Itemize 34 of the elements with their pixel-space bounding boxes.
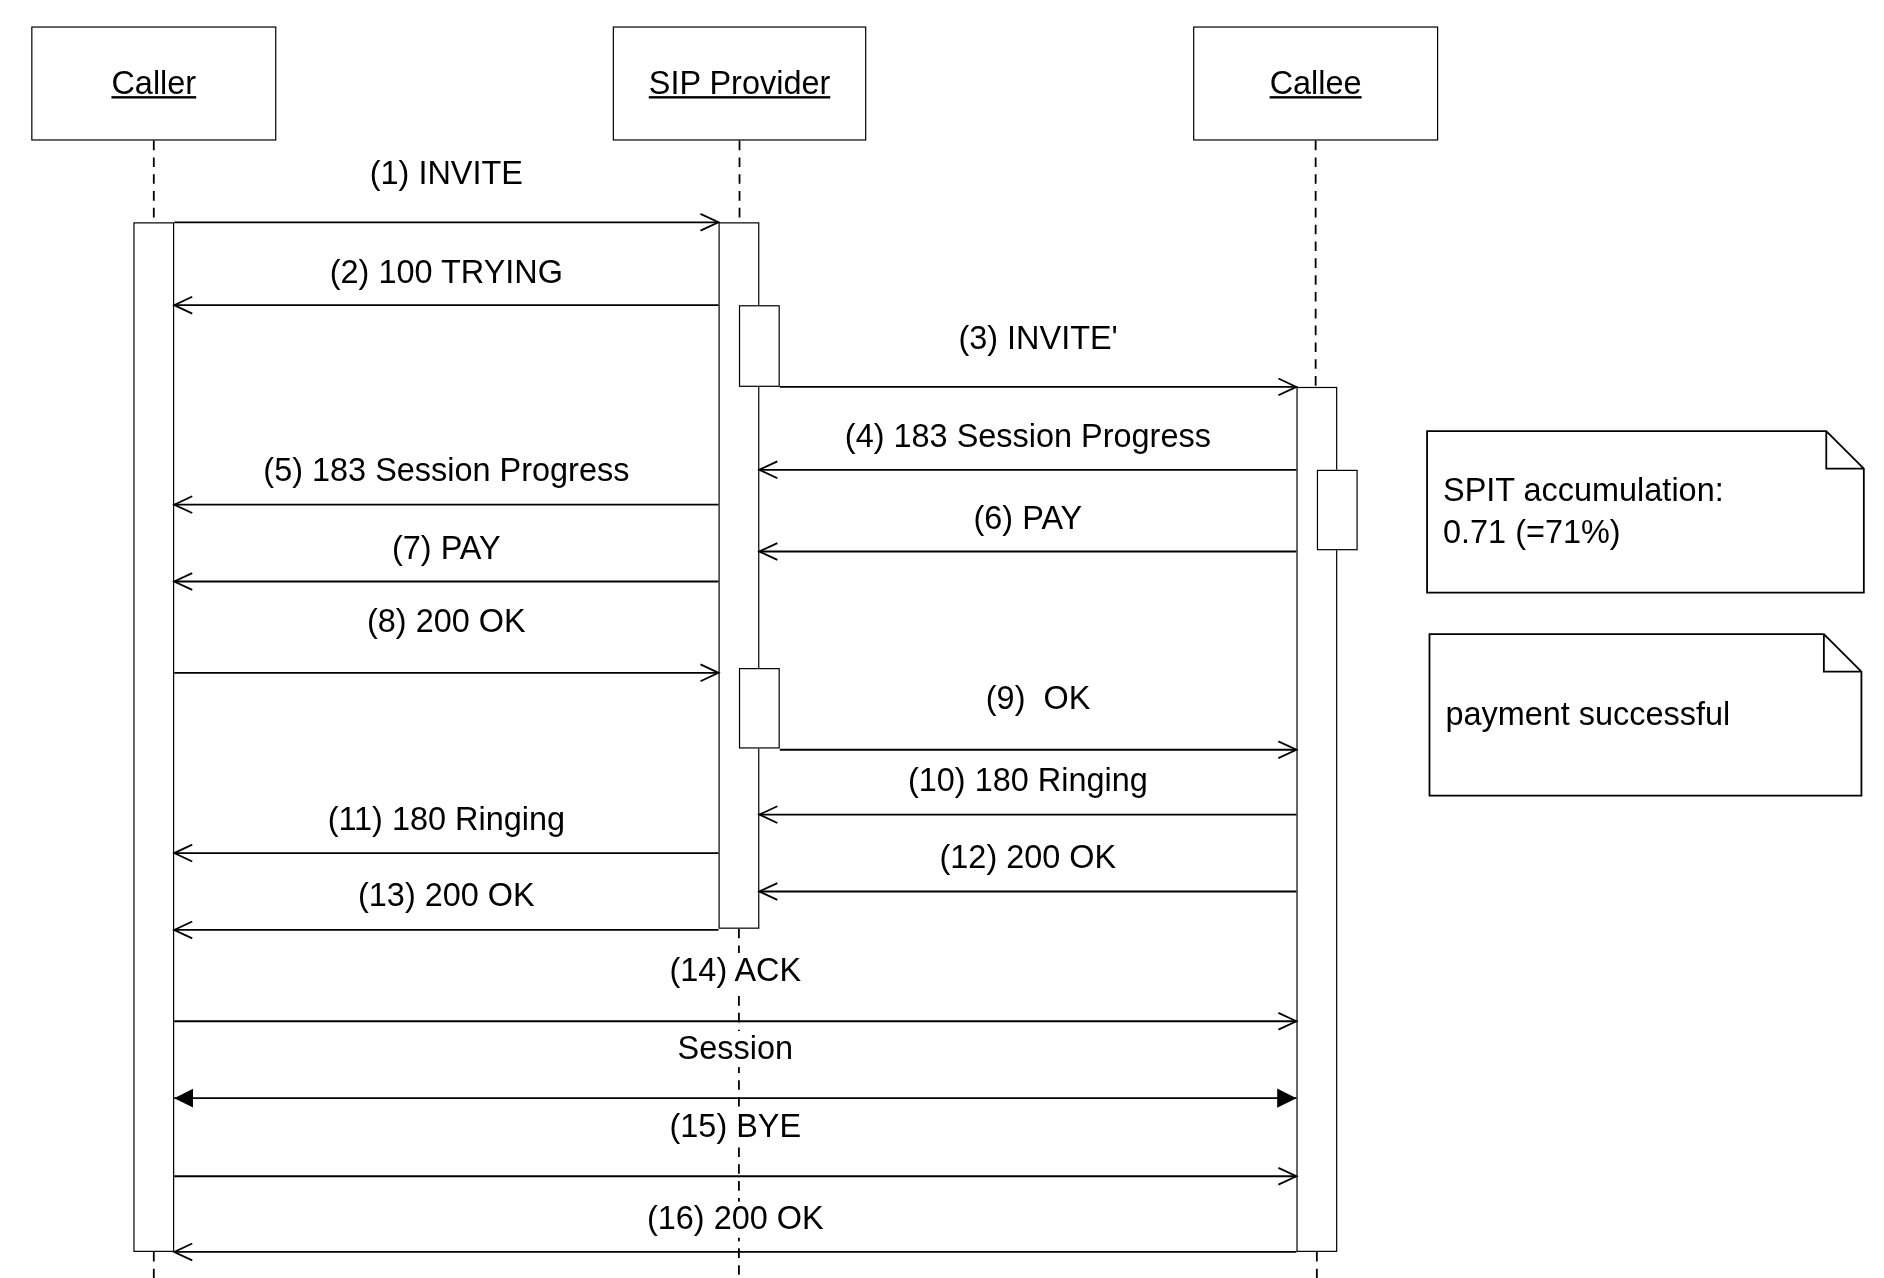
participant-name: Callee — [1269, 64, 1362, 103]
message-arrow — [758, 805, 1298, 824]
message-arrow — [173, 1242, 1298, 1262]
lifeline — [1314, 139, 1317, 388]
note-text: payment successful — [1445, 695, 1732, 735]
message-arrow — [173, 843, 720, 863]
message-arrow — [778, 740, 1298, 760]
activation-bar — [738, 668, 780, 749]
message-arrow — [758, 882, 1298, 901]
message-arrow — [173, 1166, 1298, 1186]
participant-box — [31, 26, 277, 141]
message-arrow — [173, 295, 720, 315]
message-arrow — [173, 572, 720, 591]
participant-name: SIP Provider — [648, 64, 831, 103]
message-arrow — [758, 542, 1298, 561]
message-arrow — [173, 1011, 1298, 1031]
activation-bar — [1296, 386, 1338, 1252]
participant-name: Caller — [111, 64, 197, 103]
message-arrow — [173, 495, 720, 514]
message-arrow — [173, 1088, 1298, 1108]
note-text: SPIT accumulation: 0.71 (=71%) — [1443, 471, 1725, 553]
activation-bar — [133, 222, 175, 1252]
activation-bar — [718, 222, 760, 929]
activation-bar — [738, 305, 780, 387]
participant-box — [1193, 26, 1439, 141]
note-card — [1426, 430, 1865, 594]
message-arrow — [778, 377, 1298, 397]
note-card — [1428, 633, 1863, 797]
message-arrow — [758, 460, 1298, 480]
message-arrow — [173, 920, 720, 940]
participant-box — [612, 26, 867, 141]
activation-bar — [1316, 469, 1358, 551]
message-arrow — [173, 212, 720, 232]
message-arrow — [173, 663, 720, 683]
